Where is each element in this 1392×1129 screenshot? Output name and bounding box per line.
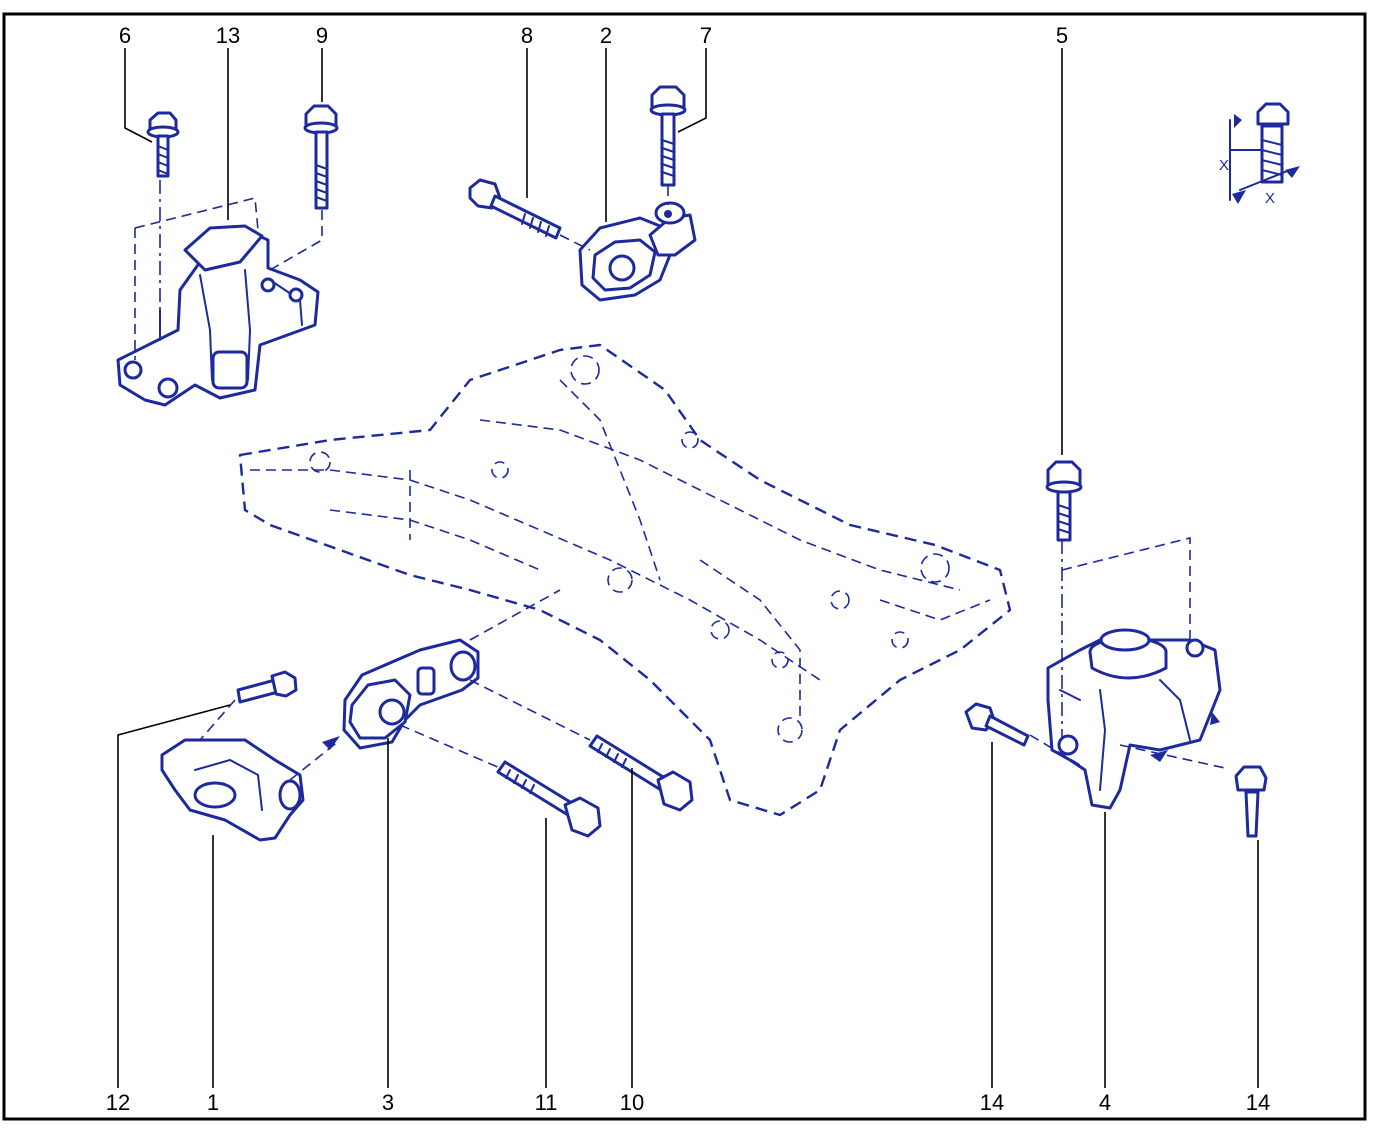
callout-10: 10 <box>620 1090 644 1115</box>
engine-mount-right <box>1046 628 1222 810</box>
torque-detail-inset: X X <box>1219 102 1300 207</box>
torque-rod-lower <box>342 638 480 750</box>
callout-4: 4 <box>1099 1090 1111 1115</box>
callout-1: 1 <box>207 1090 219 1115</box>
callout-14-left: 14 <box>980 1090 1004 1115</box>
bolt-14-left <box>964 702 1030 747</box>
callout-labels: 6 13 9 8 2 7 5 12 1 3 11 10 14 4 14 <box>106 23 1270 1115</box>
bolt-7 <box>649 85 687 187</box>
callout-6: 6 <box>119 23 131 48</box>
callout-13: 13 <box>216 23 240 48</box>
diagram-border <box>2 12 1367 1121</box>
subframe-phantom <box>238 343 1012 817</box>
inset-label-x-horizontal: X <box>1265 190 1275 207</box>
bolt-14-right <box>1234 765 1268 838</box>
callout-12: 12 <box>106 1090 130 1115</box>
engine-mount-upper-left <box>116 224 320 407</box>
callout-9: 9 <box>316 23 328 48</box>
bolt-12 <box>236 670 298 704</box>
callout-5: 5 <box>1056 23 1068 48</box>
inset-label-x-vertical: X <box>1219 157 1229 174</box>
callout-8: 8 <box>521 23 533 48</box>
callout-2: 2 <box>600 23 612 48</box>
bolt-10 <box>588 734 694 812</box>
bolt-6 <box>146 111 180 178</box>
bolt-9 <box>303 104 339 210</box>
callout-7: 7 <box>700 23 712 48</box>
callout-14-right: 14 <box>1246 1090 1270 1115</box>
callout-3: 3 <box>382 1090 394 1115</box>
bracket-lower-left <box>160 738 305 842</box>
torque-rod-upper <box>578 201 697 302</box>
bolt-8 <box>468 178 562 240</box>
callout-11: 11 <box>535 1090 558 1115</box>
bolt-5 <box>1045 460 1083 542</box>
bolt-11 <box>496 760 602 838</box>
leader-lines <box>117 48 1259 1088</box>
